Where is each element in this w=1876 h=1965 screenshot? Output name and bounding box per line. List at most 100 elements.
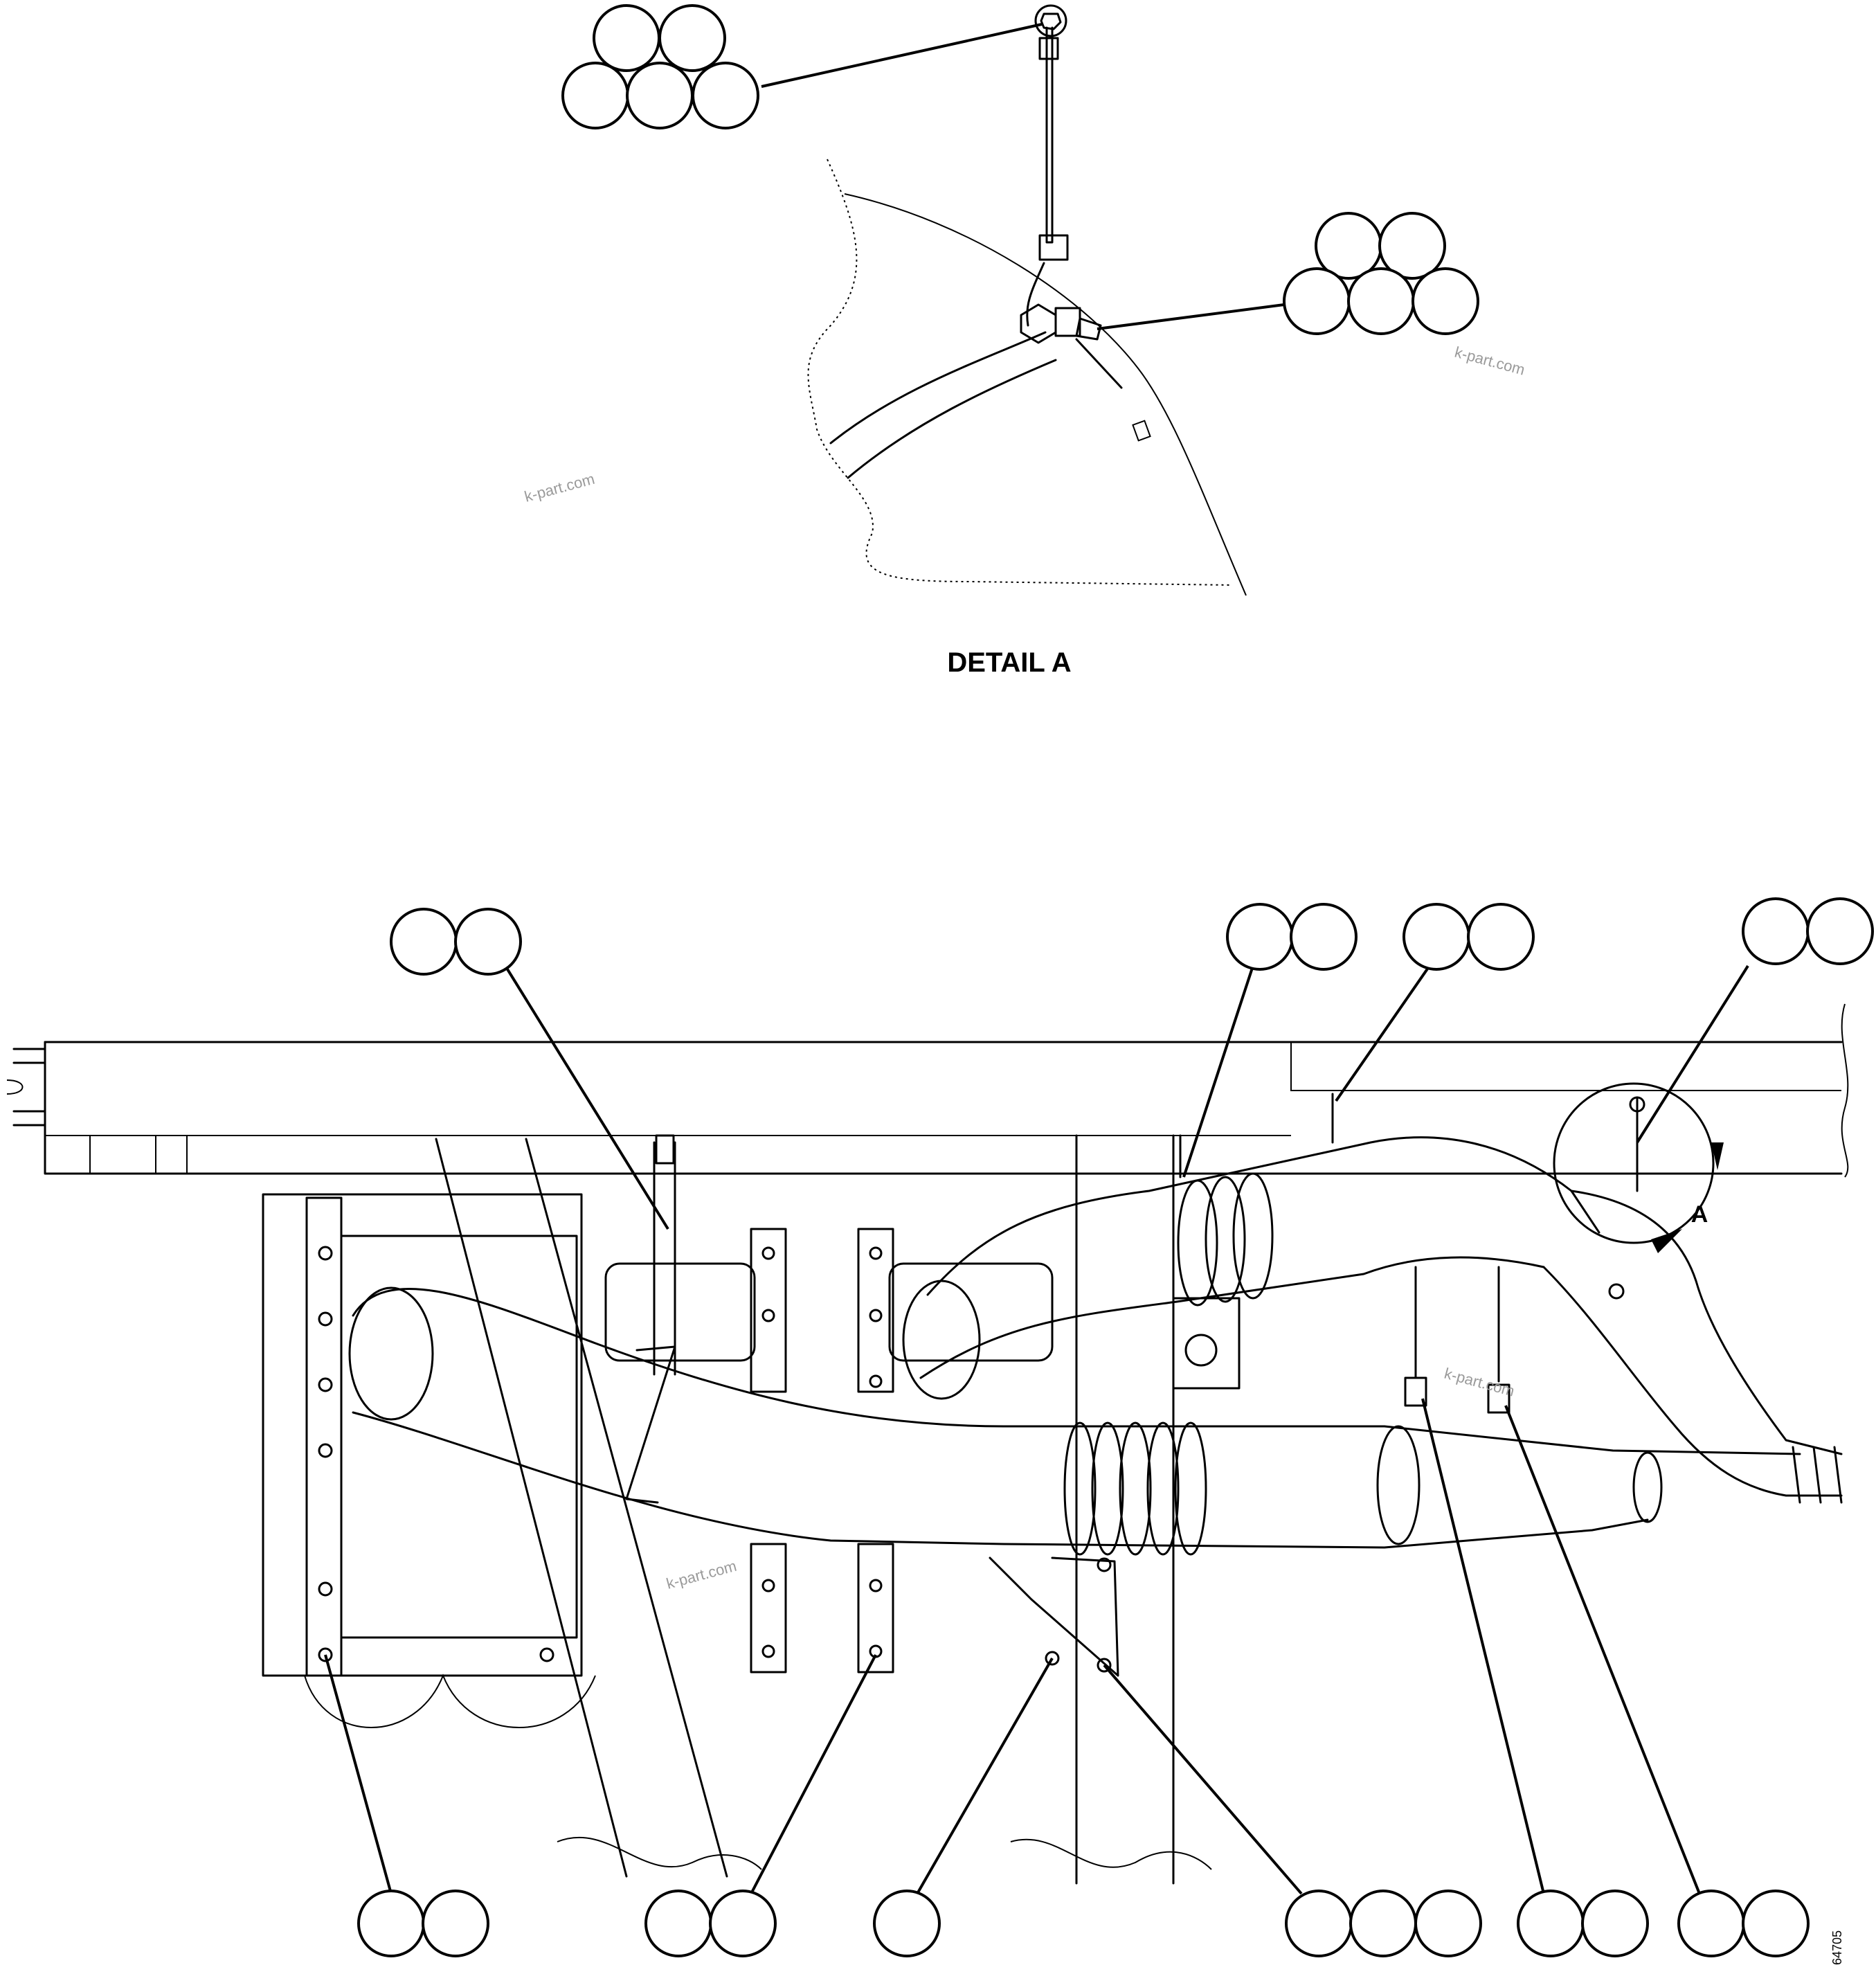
mount-boss xyxy=(1184,1334,1218,1367)
bolt xyxy=(1045,1651,1060,1666)
bellows-ring xyxy=(1146,1421,1180,1556)
bolt xyxy=(761,1309,775,1322)
callout-balloon xyxy=(692,62,759,129)
detail-a-view: DETAIL A xyxy=(561,4,1479,678)
callout-balloon xyxy=(1378,212,1446,280)
detail-a-circle xyxy=(1553,1082,1715,1244)
bellows-ring xyxy=(1119,1421,1152,1556)
upper-pipe-bottom-edge xyxy=(919,1256,1545,1379)
callout-balloon xyxy=(626,62,694,129)
balloon-cluster-clamp xyxy=(1283,212,1479,335)
bolt xyxy=(318,1647,333,1662)
pipe-strap xyxy=(625,1345,676,1504)
support-bracket xyxy=(989,1556,1119,1677)
housing-flange-strip xyxy=(305,1196,343,1677)
leader-line xyxy=(761,23,1043,88)
lower-pipe-top-edge xyxy=(352,1287,1801,1455)
main-assembly-view: A xyxy=(6,897,1874,1965)
drawing-number: 64705 xyxy=(1830,1930,1844,1965)
outlet-coupling xyxy=(1792,1446,1843,1504)
watermark: k-part.com xyxy=(1453,343,1527,379)
leader-line xyxy=(504,964,669,1230)
flange-strip xyxy=(750,1228,787,1393)
bellows-ring xyxy=(1177,1179,1218,1307)
watermark: k-part.com xyxy=(1443,1365,1517,1400)
bellows-ring xyxy=(1232,1172,1274,1300)
bolt xyxy=(869,1309,883,1322)
callout-balloon xyxy=(422,1890,489,1957)
frame-rail-blocks xyxy=(89,1136,188,1174)
bellows-ring xyxy=(1091,1421,1124,1556)
callout-balloon xyxy=(454,908,522,976)
bolt xyxy=(869,1246,883,1260)
view-arrow xyxy=(1651,1229,1682,1253)
bolt xyxy=(318,1377,333,1392)
detail-a-label: DETAIL A xyxy=(947,647,1071,678)
bolt xyxy=(761,1644,775,1658)
bellows-ring xyxy=(1205,1176,1246,1303)
callout-balloon xyxy=(561,62,629,129)
muffler-end xyxy=(1376,1425,1420,1545)
bolt xyxy=(318,1443,333,1458)
left-housing xyxy=(262,1193,583,1677)
strap-band-lower xyxy=(847,359,1057,479)
flange-strip xyxy=(857,1228,894,1393)
leader-line xyxy=(1504,1405,1701,1894)
outlet-pipe-top xyxy=(1570,1190,1843,1455)
leader-line xyxy=(916,1658,1054,1894)
leader-line xyxy=(1182,965,1254,1178)
eye-bolt-head xyxy=(1040,12,1062,30)
callout-balloon xyxy=(1806,897,1874,965)
diagonal-member xyxy=(435,1138,728,1878)
callout-balloon xyxy=(1742,1890,1810,1957)
callout-balloon xyxy=(1347,267,1415,335)
hanger-rod-mid xyxy=(1179,1093,1334,1178)
hanger-rod-left xyxy=(653,1141,676,1376)
callout-balloon xyxy=(1517,1890,1585,1957)
callout-balloon xyxy=(1411,267,1479,335)
leader-line xyxy=(1335,964,1431,1102)
frame-rail-bottom xyxy=(44,1041,1843,1175)
housing-inner-panel xyxy=(340,1235,578,1639)
center-opening xyxy=(604,1262,756,1362)
detail-rod-eye xyxy=(1629,1096,1645,1113)
leader-line xyxy=(324,1654,393,1894)
callout-balloon xyxy=(1283,267,1351,335)
body-outline xyxy=(844,193,1247,596)
hanger-clip xyxy=(1404,1376,1427,1407)
break-line xyxy=(557,1837,762,1870)
lower-pipe-bottom-edge xyxy=(352,1411,1649,1549)
leader-line xyxy=(1097,303,1285,330)
callout-balloon xyxy=(1742,897,1810,965)
rail-end-hook xyxy=(6,1079,24,1095)
balloon-cluster-rod xyxy=(561,4,759,129)
bolt xyxy=(761,1579,775,1592)
watermark: k-part.com xyxy=(523,470,597,505)
outlet-pipe-bottom xyxy=(1542,1266,1843,1497)
frame-rail-step xyxy=(1290,1042,1841,1091)
bolt xyxy=(1097,1658,1112,1673)
callout-balloon xyxy=(873,1890,941,1957)
bolt xyxy=(869,1374,883,1388)
callout-balloon xyxy=(390,908,458,976)
leader-line xyxy=(1103,1664,1303,1895)
housing-bolts xyxy=(318,1246,554,1662)
upper-pipe-top-edge xyxy=(926,1136,1600,1296)
pipe-end-flange xyxy=(348,1286,434,1421)
callout-balloon xyxy=(1581,1890,1649,1957)
callout-balloon xyxy=(709,1890,777,1957)
clamp-nut xyxy=(1020,303,1057,344)
callout-balloon xyxy=(1290,903,1358,971)
sensor-boss xyxy=(1608,1283,1625,1300)
callout-balloon xyxy=(1467,903,1535,971)
detail-boundary xyxy=(807,159,1233,586)
center-opening-right xyxy=(888,1262,1054,1362)
callout-balloon xyxy=(1349,1890,1417,1957)
clamp-tab xyxy=(1075,317,1102,341)
break-line xyxy=(1010,1838,1212,1870)
small-tag xyxy=(1132,420,1151,442)
bolt xyxy=(318,1581,333,1597)
bellows-lower xyxy=(1063,1421,1207,1556)
balloon-row-bottom xyxy=(357,1890,1810,1957)
